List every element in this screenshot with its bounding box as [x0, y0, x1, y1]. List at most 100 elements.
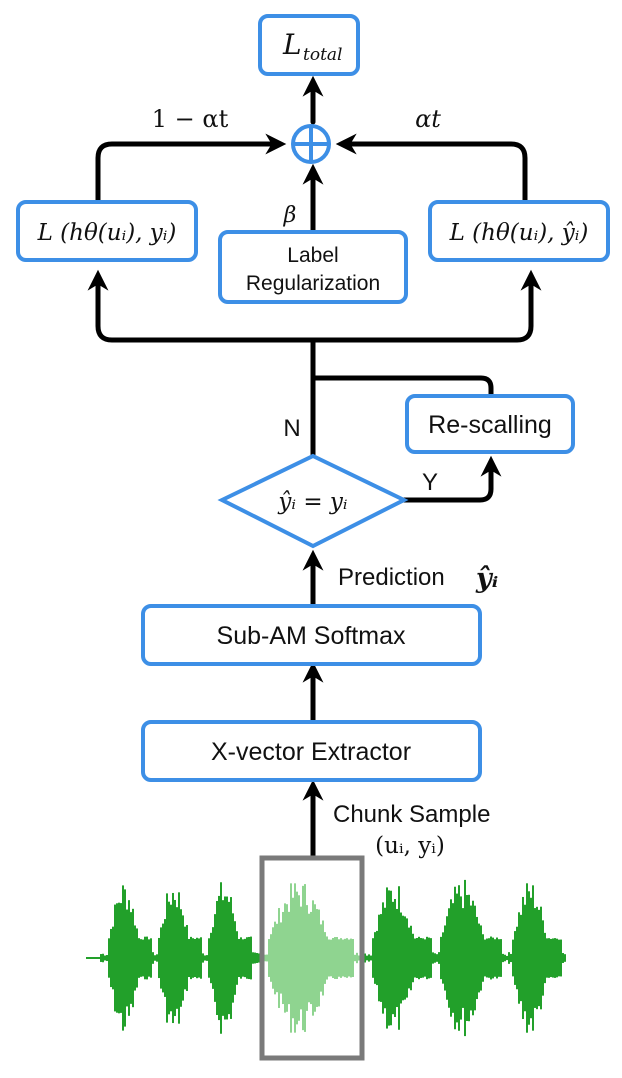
waveform-bar — [264, 954, 266, 962]
waveform-bar — [228, 901, 230, 1015]
waveform-bar — [396, 908, 398, 1008]
waveform-bar — [272, 927, 274, 989]
waveform-bar — [374, 932, 376, 984]
waveform-bar — [424, 939, 426, 977]
extractor-label: X-vector Extractor — [211, 738, 411, 766]
waveform-bar — [420, 938, 422, 978]
left-loss-node: L (hθ(uᵢ), yᵢ) — [16, 200, 198, 262]
total-loss-symbol: L — [282, 28, 302, 61]
waveform-bar — [296, 891, 298, 1025]
waveform-bar — [128, 900, 130, 1016]
rescaling-node: Re-scalling — [405, 394, 575, 454]
waveform-bar — [130, 912, 132, 1004]
waveform-bar — [308, 913, 310, 1003]
waveform-bar — [174, 899, 176, 1017]
waveform-bar — [136, 928, 138, 988]
waveform-bar — [124, 889, 126, 1027]
audio-waveform-icon — [86, 879, 566, 1037]
waveform-bar — [496, 937, 498, 979]
waveform-bar — [416, 937, 418, 979]
waveform-bar — [240, 937, 242, 979]
waveform-bar — [464, 879, 466, 1037]
waveform-bar — [436, 954, 438, 962]
waveform-bar — [222, 900, 224, 1016]
total-loss-node: L total — [258, 14, 360, 76]
waveform-bar — [546, 938, 548, 978]
waveform-bar — [170, 904, 172, 1012]
left-weight-label: 1 − αt — [152, 105, 229, 133]
waveform-bar — [400, 912, 402, 1004]
waveform-bar — [368, 954, 370, 962]
waveform-bar — [404, 916, 406, 1000]
waveform-bar — [220, 882, 222, 1034]
waveform-bar — [458, 885, 460, 1031]
waveform-bar — [384, 907, 386, 1009]
waveform-bar — [520, 914, 522, 1002]
line-rescaling-to-trunk — [310, 375, 494, 399]
waveform-bar — [502, 953, 504, 963]
waveform-bar — [224, 896, 226, 1020]
waveform-bar — [166, 893, 168, 1023]
prediction-symbol: ŷᵢ — [475, 563, 498, 594]
waveform-bar — [120, 903, 122, 1013]
waveform-bar — [460, 896, 462, 1020]
waveform-bar — [232, 913, 234, 1003]
waveform-bar — [102, 953, 104, 963]
prediction-label: Prediction — [338, 564, 445, 591]
waveform-bar — [524, 904, 526, 1012]
waveform-bar — [432, 952, 434, 964]
waveform-bar — [528, 891, 530, 1025]
waveform-bar — [200, 937, 202, 979]
arrow-decision-yes-to-rescaling — [401, 455, 502, 503]
waveform-bar — [148, 939, 150, 977]
waveform-bar — [280, 922, 282, 994]
waveform-bar — [354, 954, 356, 962]
waveform-bar — [426, 936, 428, 980]
waveform-bar — [394, 899, 396, 1017]
waveform-bar — [512, 939, 514, 977]
waveform-bar — [138, 938, 140, 978]
no-branch-label: N — [283, 415, 300, 442]
arrow-split-to-right-loss — [310, 269, 542, 343]
total-loss-subscript: total — [303, 45, 342, 65]
waveform-bar — [314, 904, 316, 1012]
waveform-bar — [216, 900, 218, 1016]
waveform-bar — [548, 938, 550, 978]
waveform-bar — [178, 892, 180, 1024]
waveform-bar — [366, 955, 368, 961]
waveform-bar — [334, 937, 336, 979]
waveform-bar — [536, 906, 538, 1010]
waveform-bar — [194, 938, 196, 978]
waveform-bar — [468, 894, 470, 1022]
waveform-bar — [352, 939, 354, 977]
waveform-bar — [312, 900, 314, 1016]
waveform-bar — [562, 953, 564, 963]
waveform-bar — [438, 952, 440, 964]
waveform-bar — [186, 925, 188, 991]
waveform-bar — [290, 883, 292, 1033]
waveform-bar — [276, 923, 278, 993]
waveform-bar — [244, 938, 246, 978]
waveform-bar — [182, 915, 184, 1001]
waveform-bar — [226, 896, 228, 1020]
waveform-bar — [494, 939, 496, 977]
arrow-split-to-left-loss — [87, 269, 316, 343]
waveform-bar — [284, 903, 286, 1013]
waveform-bar — [386, 887, 388, 1029]
waveform-bar — [204, 955, 206, 961]
waveform-bar — [168, 901, 170, 1015]
waveform-bar — [516, 926, 518, 990]
waveform-bar — [348, 939, 350, 977]
waveform-bar — [126, 909, 128, 1007]
waveform-bar — [302, 885, 304, 1031]
waveform-bar — [466, 894, 468, 1022]
waveform-bar — [398, 886, 400, 1030]
waveform-bar — [564, 954, 566, 962]
right-loss-node: L (hθ(uᵢ), ŷᵢ) — [428, 200, 610, 262]
waveform-bar — [316, 909, 318, 1007]
waveform-bar — [268, 939, 270, 977]
waveform-bar — [492, 937, 494, 979]
waveform-bar — [558, 939, 560, 977]
waveform-bar — [560, 939, 562, 977]
waveform-bar — [356, 952, 358, 964]
